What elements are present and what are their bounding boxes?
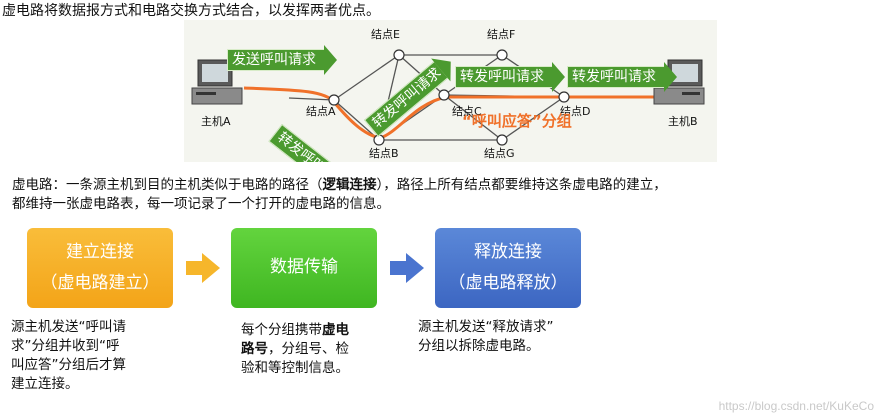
node-f-circle: [496, 49, 508, 61]
send-call-label: 发送呼叫请求: [232, 52, 316, 68]
call-answer-label: “呼叫应答”分组: [462, 112, 572, 130]
call-path: [243, 86, 654, 140]
node-a-label: 结点A: [306, 105, 336, 118]
forward-call-label: 转发呼叫请求: [572, 69, 656, 85]
network-links: [191, 49, 705, 146]
node-b-circle: [373, 134, 385, 146]
description-line-1: 虚电路：一条源主机到目的主机类似于电路的路径（逻辑连接），路径上所有结点都要维持…: [12, 177, 667, 193]
forward-call-arrow-c-d: 转发呼叫请求: [455, 62, 565, 92]
note-transfer: 每个分组携带虚电 路号，分组号、检 验和等控制信息。: [241, 322, 349, 376]
description-line-2: 都维持一张虚电路表，每一项记录了一个打开的虚电路的信息。: [12, 196, 390, 212]
node-g-label: 结点G: [484, 147, 515, 160]
step-establish-connection: 建立连接 （虚电路建立）: [27, 228, 173, 308]
logical-connection-term: 逻辑连接: [322, 177, 377, 193]
arrow-right-icon: [390, 253, 424, 283]
node-g-circle: [496, 134, 508, 146]
note-establish: 源主机发送“呼叫请 求”分组并收到“呼 叫应答”分组后才算 建立连接。: [11, 319, 126, 392]
forward-call-label: 转发呼叫请求: [460, 69, 544, 85]
arrow-right-icon: [186, 253, 220, 283]
description: 虚电路：一条源主机到目的主机类似于电路的路径（逻辑连接），路径上所有结点都要维持…: [12, 176, 667, 214]
node-d-label: 结点D: [560, 105, 591, 118]
node-f-label: 结点F: [487, 28, 516, 41]
virtual-circuit-diagram: 结点E 结点F 结点A 结点C 结点D 结点B 结点G 主机A 主机B 发送呼叫…: [184, 20, 717, 162]
node-a-circle: [328, 94, 340, 106]
intro-text: 虚电路将数据报方式和电路交换方式结合，以发挥两者优点。: [2, 3, 380, 19]
step-data-transfer: 数据传输: [231, 228, 377, 308]
node-e-label: 结点E: [371, 28, 400, 41]
node-d-circle: [558, 91, 570, 103]
host-a-label: 主机A: [201, 115, 231, 128]
note-release: 源主机发送“释放请求” 分组以拆除虚电路。: [418, 319, 554, 354]
step-release-connection: 释放连接 （虚电路释放）: [435, 228, 581, 308]
host-b-label: 主机B: [668, 115, 698, 128]
node-e-circle: [393, 49, 405, 61]
send-call-arrow: 发送呼叫请求: [227, 45, 337, 75]
forward-call-arrow-d-b: 转发呼叫请求: [567, 62, 677, 92]
computer-icon: [191, 59, 243, 105]
node-b-label: 结点B: [369, 147, 399, 160]
node-c-circle: [438, 89, 450, 101]
watermark: https://blog.csdn.net/KuKeCo: [718, 399, 874, 413]
node-c-label: 结点C: [452, 105, 482, 118]
